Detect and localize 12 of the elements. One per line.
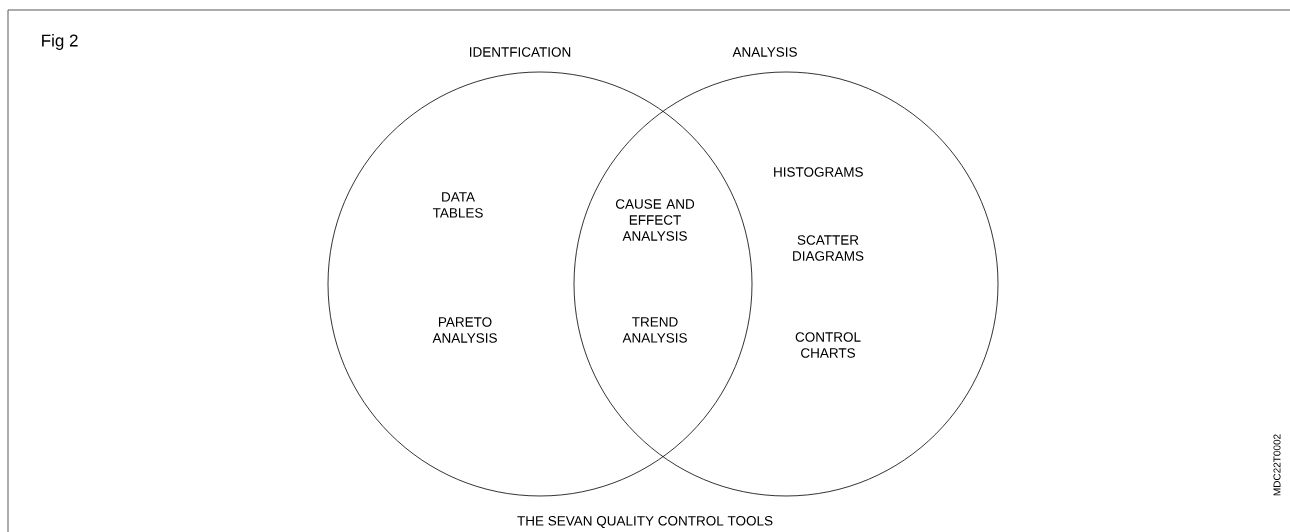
set-heading: IDENTFICATION — [470, 47, 571, 57]
region-label: SCATTER DIAGRAMS — [793, 235, 864, 261]
figure-code: MDC22T0002 — [1273, 434, 1281, 496]
caption: THE SEVAN QUALITY CONTROL TOOLS — [517, 516, 773, 528]
region-label: HISTOGRAMS — [774, 167, 863, 177]
region-label: CONTROL CHARTS — [795, 332, 861, 358]
region-label: DATA TABLES — [432, 192, 483, 218]
region-label: PARETO ANALYSIS — [432, 317, 497, 343]
set-heading: ANALYSIS — [732, 47, 797, 57]
region-label: TREND ANALYSIS — [622, 317, 687, 343]
figure-number: Fig 2 — [42, 34, 78, 50]
region-label: CAUSE AND EFFECT ANALYSIS — [615, 199, 695, 241]
